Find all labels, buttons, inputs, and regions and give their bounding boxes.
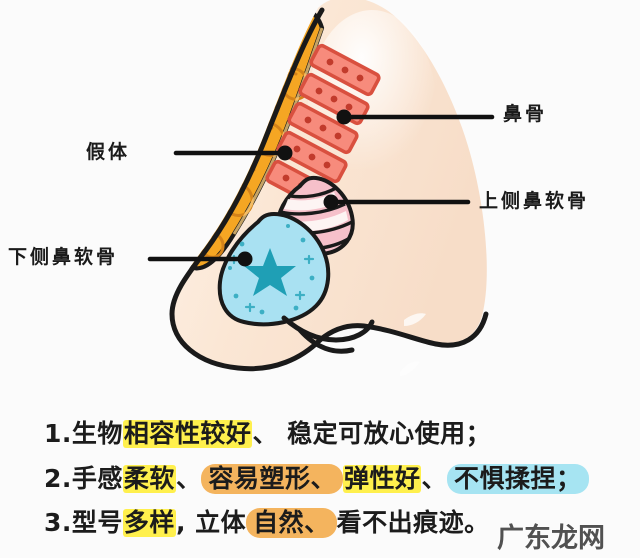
list-item-highlight-orange: 自然、 — [246, 508, 337, 538]
list-item-number: 3. — [44, 508, 72, 537]
nostril-highlight — [400, 313, 426, 376]
list-item-text: 看不出痕迹。 — [336, 508, 490, 537]
list-item-highlight-yellow: 柔软 — [122, 464, 176, 493]
list-item: 1.生物相容性较好、 稳定可放心使用； — [44, 420, 491, 448]
anchor-dot-nasal-bone — [336, 109, 352, 125]
anchor-dot-lower-lateral — [237, 251, 253, 267]
list-item-text: 生物 — [71, 419, 123, 448]
list-item-number: 1. — [44, 419, 72, 448]
callout-anchor-dots — [237, 109, 352, 267]
list-item-highlight-orange: 容易塑形、 — [201, 464, 343, 494]
anchor-dot-implant — [277, 145, 293, 161]
list-item-highlight-yellow: 多样 — [122, 508, 176, 537]
anchor-dot-upper-lateral — [323, 194, 339, 210]
list-item: 2.手感柔软、 容易塑形、 弹性好、不惧揉捏； — [44, 464, 589, 494]
site-watermark: 广东龙网 — [497, 523, 606, 555]
list-item-text: 、 稳定可放心使用； — [252, 419, 492, 448]
list-item-text: 、 — [175, 464, 202, 493]
list-item-text: 手感 — [71, 464, 123, 493]
list-item-text: , 立体 — [175, 508, 247, 537]
nose-anatomy-illustration — [147, 0, 495, 376]
callout-label-lower-lateral-cartilage: 下侧鼻软骨 — [8, 246, 119, 268]
list-item-highlight-yellow: 相容性较好 — [122, 419, 253, 448]
list-item-text: 、 — [421, 464, 447, 493]
callout-label-upper-lateral-cartilage: 上侧鼻软骨 — [479, 190, 590, 212]
callout-label-implant: 假体 — [86, 141, 131, 163]
list-item-highlight-yellow: 弹性好 — [342, 464, 422, 493]
list-item: 3.型号多样, 立体自然、 看不出痕迹。 — [44, 508, 490, 538]
callout-leader-lines — [147, 114, 495, 262]
callout-label-nasal-bone: 鼻骨 — [503, 103, 548, 125]
list-item-highlight-cyan: 不惧揉捏； — [447, 464, 589, 494]
benefits-list: 1.生物相容性较好、 稳定可放心使用； 2.手感柔软、 容易塑形、 弹性好、不惧… — [0, 406, 640, 558]
nose-outline — [169, 7, 489, 372]
list-item-number: 2. — [44, 464, 72, 493]
list-item-text: 型号 — [71, 508, 123, 537]
